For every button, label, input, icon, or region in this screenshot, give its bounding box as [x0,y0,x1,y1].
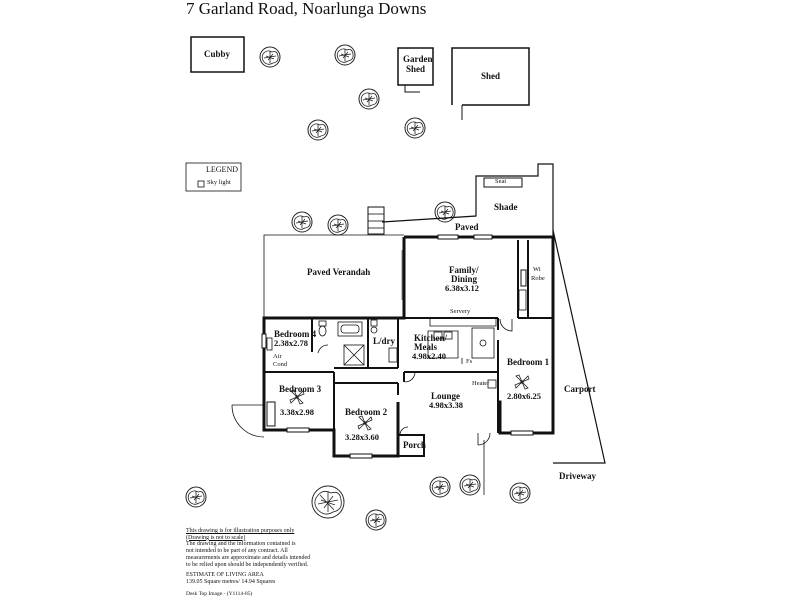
paved-verandah-label: Paved Verandah [307,267,371,277]
bedroom4-label: Bedroom 4 [274,329,317,339]
legend-item-skylight: Sky light [207,179,231,186]
bedroom3-label: Bedroom 3 [279,384,322,394]
estimate-value: 139.05 Square metres/ 14.94 Squares [186,579,276,586]
heater-fixture [487,379,497,389]
disclaimer-body-3: measurements are approximate and details… [186,554,311,561]
laundry-label: L/dry [373,336,396,346]
air-cond-label-1: Air [273,353,282,360]
shade-label: Shade [494,202,518,212]
air-cond-label-2: Cond [273,361,288,368]
heater-label: Heater [472,380,490,387]
bedroom2-label: Bedroom 2 [345,407,388,417]
garden-shed-outline [397,47,434,93]
shed-outline [451,47,530,120]
disclaimer: This drawing is for illustration purpose… [186,528,336,586]
wi-robe-label-1: Wi [533,266,541,273]
footer-credit: Desk Top Image - (Y1114-85) [186,591,253,597]
interior-walls [264,240,553,433]
steps [367,206,385,235]
disclaimer-body-2: not intended to be part of any contract.… [186,548,288,555]
carport-outline [552,229,606,464]
windows [261,234,534,459]
bedroom1-dim: 2.80x6.25 [507,391,541,401]
paved-label: Paved [455,222,479,232]
door-swings [231,318,513,446]
fridge-space-label: Fs [466,358,473,365]
family-dining-label-2: Dining [451,274,478,284]
family-dining-label-1: Family/ [449,265,479,275]
garden-shed-label-1: Garden [403,54,433,64]
servery-label: Servery [450,308,471,315]
bedroom4-dim: 2.38x2.78 [274,338,308,348]
kitchen-meals-label-2: Meals [414,342,437,352]
legend-box [185,162,242,192]
lounge-label: Lounge [431,391,461,401]
cubby-label: Cubby [204,49,231,59]
shed-label: Shed [481,71,501,81]
bedroom2-dim: 3.28x3.60 [345,432,379,442]
porch-label: Porch [403,440,426,450]
garden-shed-label-2: Shed [406,64,426,74]
seat-label: Seat [495,178,507,185]
legend-title: LEGEND [206,165,238,174]
bedroom1-label: Bedroom 1 [507,357,550,367]
bedroom3-dim: 3.38x2.98 [280,407,314,417]
verandah-outline [263,234,404,318]
disclaimer-line-2: (Drawing is not to scale) [186,534,246,541]
estimate-title: ESTIMATE OF LIVING AREA [186,572,264,579]
kitchen-meals-dim: 4.98x2.40 [412,351,446,361]
wi-robe-label-2: Robe [531,275,545,282]
page-title: 7 Garland Road, Noarlunga Downs [186,0,427,18]
disclaimer-line-1: This drawing is for illustration purpose… [186,528,295,534]
kitchen-meals-label-1: Kitchen/ [414,333,447,343]
disclaimer-body-1: The drawing and the information containe… [186,541,296,548]
bathroom-fixtures [318,319,398,366]
kitchen-fixtures [266,289,527,364]
lounge-dim: 4.98x3.38 [429,400,463,410]
cubby-outline [190,36,245,73]
disclaimer-body-4: to be relied upon should be independentl… [186,561,309,568]
family-dining-dim: 6.38x3.12 [445,283,479,293]
carport-label: Carport [564,384,596,394]
driveway-label: Driveway [559,471,596,481]
